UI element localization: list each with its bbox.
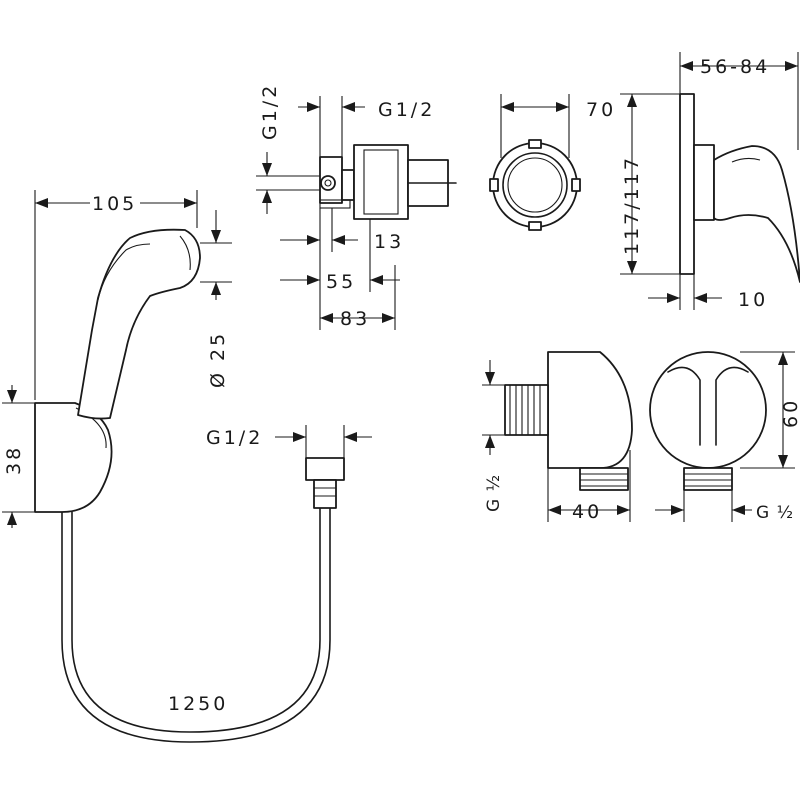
dim-55: 55 (326, 271, 356, 293)
dim-hose-g12: G1/2 (206, 427, 263, 449)
dim-mixer: 56-84 117/117 10 (620, 52, 799, 311)
concealed-valve (319, 144, 457, 220)
hose-inner (71, 504, 321, 733)
dim-70: 70 (586, 99, 616, 121)
dim-1250: 1250 (168, 693, 228, 715)
dim-38: 38 (3, 445, 25, 475)
hand-shower-assembly (34, 228, 345, 743)
dim-10: 10 (738, 289, 768, 311)
dim-105: 105 (92, 193, 137, 215)
valve-body (353, 144, 409, 220)
dim-40: 40 (572, 501, 602, 523)
dim-d25: Ø 25 (207, 331, 229, 388)
dim-concealed-valve: G1/2 G1/2 13 55 83 (256, 83, 435, 330)
wall-plate (679, 93, 695, 275)
dim-56-84: 56-84 (700, 56, 770, 78)
dim-outlet-g12-left: G ½ (484, 474, 504, 512)
dim-valve-g12-top: G1/2 (378, 99, 435, 121)
dim-valve-g12-side: G1/2 (259, 83, 281, 140)
dim-60: 60 (780, 398, 800, 428)
dim-wall-outlet-side: G ½ 40 (482, 360, 631, 523)
rosette-front (489, 139, 581, 231)
hose-ferrule (313, 479, 337, 509)
dim-hand-shower: 105 Ø 25 38 G1/2 1250 (2, 190, 372, 715)
dim-117: 117/117 (621, 155, 643, 255)
dim-outlet-g12-bottom: G ½ (756, 503, 794, 523)
mixer-side (679, 93, 800, 283)
hose-outer (61, 504, 331, 743)
dim-13: 13 (374, 231, 404, 253)
lever-handle (713, 145, 800, 283)
wall-outlet-front (649, 351, 767, 491)
hand-shower (77, 228, 201, 420)
wall-outlet-side (504, 351, 633, 491)
dim-83: 83 (340, 308, 370, 330)
dim-rosette: 70 (500, 94, 616, 158)
dim-wall-outlet-front: 60 G ½ (655, 351, 800, 523)
hose-nut (305, 457, 345, 481)
